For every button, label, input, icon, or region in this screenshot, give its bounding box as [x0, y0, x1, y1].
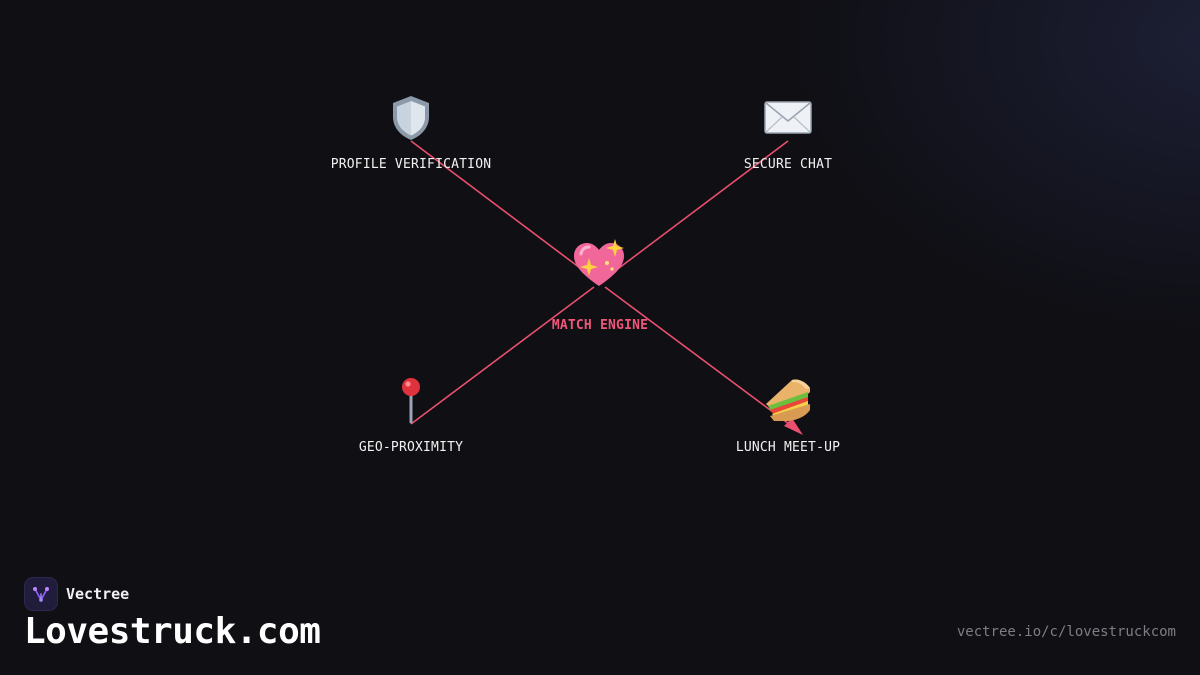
node-label-lunch-meet-up: LUNCH MEET-UP — [735, 440, 841, 455]
shield-icon — [381, 92, 441, 148]
brand-name: Vectree — [66, 585, 130, 603]
edge-arrowhead — [784, 418, 803, 435]
node-label-secure-chat: SECURE CHAT — [743, 157, 833, 172]
edge-chat-to-center — [606, 140, 789, 278]
page-title: Lovestruck.com — [24, 611, 321, 652]
edge-geo-to-center — [410, 286, 595, 425]
location-pin-icon — [381, 374, 441, 430]
node-label-match-engine: MATCH ENGINE — [551, 318, 649, 333]
edge-profile-to-center — [410, 140, 593, 278]
page-url[interactable]: vectree.io/c/lovestruckcom — [956, 624, 1176, 640]
node-label-profile-verification: PROFILE VERIFICATION — [330, 157, 492, 172]
sparkling-heart-icon — [569, 236, 629, 292]
sandwich-icon — [758, 374, 818, 430]
envelope-icon — [758, 92, 818, 148]
edge-center-to-lunch — [604, 286, 794, 428]
vectree-logo-icon — [24, 577, 58, 611]
node-label-geo-proximity: GEO-PROXIMITY — [358, 440, 464, 455]
